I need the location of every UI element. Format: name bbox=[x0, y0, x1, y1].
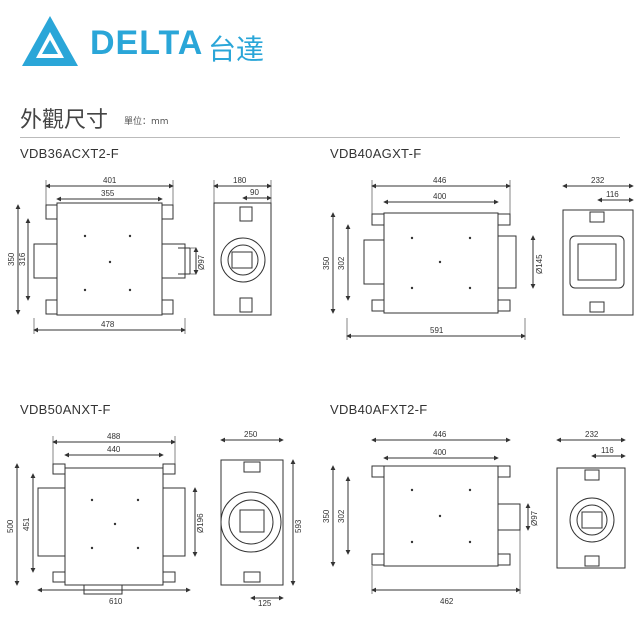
dim-label: 250 bbox=[244, 430, 258, 439]
model-name-4: VDB40AFXT2-F bbox=[330, 402, 428, 417]
dim-label: 302 bbox=[337, 256, 346, 270]
dim-label: 591 bbox=[430, 326, 444, 335]
dim-label: 400 bbox=[433, 192, 447, 201]
dim-label: 451 bbox=[22, 517, 31, 531]
model-name-1: VDB36ACXT2-F bbox=[20, 146, 119, 161]
dim-label: 400 bbox=[433, 448, 447, 457]
dim-label: 610 bbox=[109, 597, 123, 606]
drawing-vdb50anxt-f bbox=[14, 436, 296, 601]
dim-label: 116 bbox=[601, 446, 614, 455]
dim-label: 462 bbox=[440, 597, 454, 606]
dim-label: 232 bbox=[585, 430, 599, 439]
dim-label: 125 bbox=[258, 599, 272, 608]
dim-label: 350 bbox=[7, 252, 16, 266]
drawing-4-labels: 446 400 350 302 462 Ø97 232 116 bbox=[322, 430, 614, 606]
dim-label: 116 bbox=[606, 190, 619, 199]
side-body bbox=[562, 209, 634, 316]
dim-label: 500 bbox=[6, 519, 15, 533]
dim-label: 355 bbox=[101, 189, 115, 198]
drawing-vdb36acxt2-f bbox=[15, 180, 272, 334]
dim-label: 488 bbox=[107, 432, 121, 441]
drawing-2-labels: 446 400 350 302 591 Ø145 232 116 bbox=[322, 176, 619, 335]
model-name-2: VDB40AGXT-F bbox=[330, 146, 422, 161]
dim-label: Ø97 bbox=[530, 510, 539, 526]
brand-name: DELTA bbox=[90, 24, 204, 62]
section-title: 外觀尺寸 bbox=[20, 108, 109, 133]
dim-label: 350 bbox=[322, 509, 331, 523]
section-divider bbox=[20, 137, 620, 138]
drawing-1-labels: 401 355 350 316 478 Ø97 180 90 bbox=[7, 176, 259, 329]
drawing-vdb40agxt-f bbox=[330, 180, 634, 340]
dim-label: 446 bbox=[433, 430, 447, 439]
drawing-3-labels: 488 440 500 451 610 Ø196 250 593 125 bbox=[6, 430, 303, 608]
dim-label: 302 bbox=[337, 509, 346, 523]
dim-label: 593 bbox=[294, 519, 303, 533]
side-body bbox=[213, 202, 272, 316]
dim-label: 316 bbox=[18, 252, 27, 266]
side-body bbox=[556, 467, 626, 569]
dim-label: 440 bbox=[107, 445, 121, 454]
dim-label: 446 bbox=[433, 176, 447, 185]
dim-label: Ø145 bbox=[535, 254, 544, 274]
dim-label: 90 bbox=[250, 188, 259, 197]
dim-label: 180 bbox=[233, 176, 247, 185]
dim-label: 350 bbox=[322, 256, 331, 270]
dim-label: Ø97 bbox=[197, 254, 206, 270]
dim-label: Ø196 bbox=[196, 513, 205, 533]
brand-header: DELTA 台達 bbox=[20, 14, 280, 74]
dim-label: 232 bbox=[591, 176, 605, 185]
delta-triangle-logo-icon bbox=[22, 16, 78, 66]
model-name-3: VDB50ANXT-F bbox=[20, 402, 111, 417]
dim-label: 478 bbox=[101, 320, 115, 329]
dim-label: 401 bbox=[103, 176, 117, 185]
unit-label: 單位：mm bbox=[124, 117, 169, 127]
brand-chinese-name: 台達 bbox=[208, 33, 265, 66]
side-body bbox=[220, 459, 284, 586]
drawing-vdb40afxt2-f bbox=[330, 437, 626, 594]
front-body bbox=[64, 467, 164, 586]
front-body bbox=[383, 212, 499, 314]
front-body bbox=[56, 202, 163, 316]
